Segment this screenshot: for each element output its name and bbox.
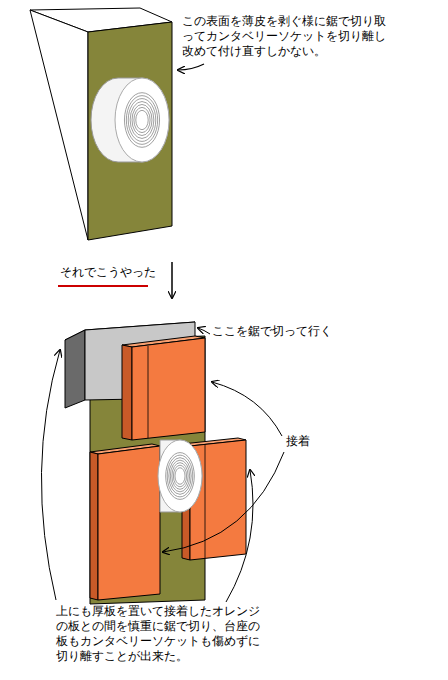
- wedge-block: [30, 8, 172, 240]
- leader-arrow: [41, 350, 60, 600]
- red-underline: [58, 285, 148, 287]
- leader-arrow: [226, 470, 253, 602]
- annotation-text: ここを鋸で切って行く: [212, 324, 372, 339]
- canterbury-socket: [91, 78, 169, 162]
- leader-arrow: [212, 382, 282, 436]
- canterbury-socket: [158, 440, 202, 512]
- annotation-text: それでこうやった: [60, 265, 180, 281]
- leader-arrow: [198, 328, 210, 334]
- orange-plates: [90, 336, 246, 600]
- leader-arrow: [163, 452, 284, 552]
- down-arrow: [171, 262, 173, 298]
- annotation-text: 接着: [286, 434, 326, 450]
- leader-arrow: [178, 64, 204, 70]
- annotation-text: 上にも厚板を置いて接着したオレンジの板との間を慎重に鋸で切り、台座の板もカンタベ…: [56, 604, 262, 664]
- annotation-text: この表面を薄皮を剥ぐ様に鋸で切り取ってカンタベリーソケットを切り離し改めて付け直…: [182, 14, 386, 59]
